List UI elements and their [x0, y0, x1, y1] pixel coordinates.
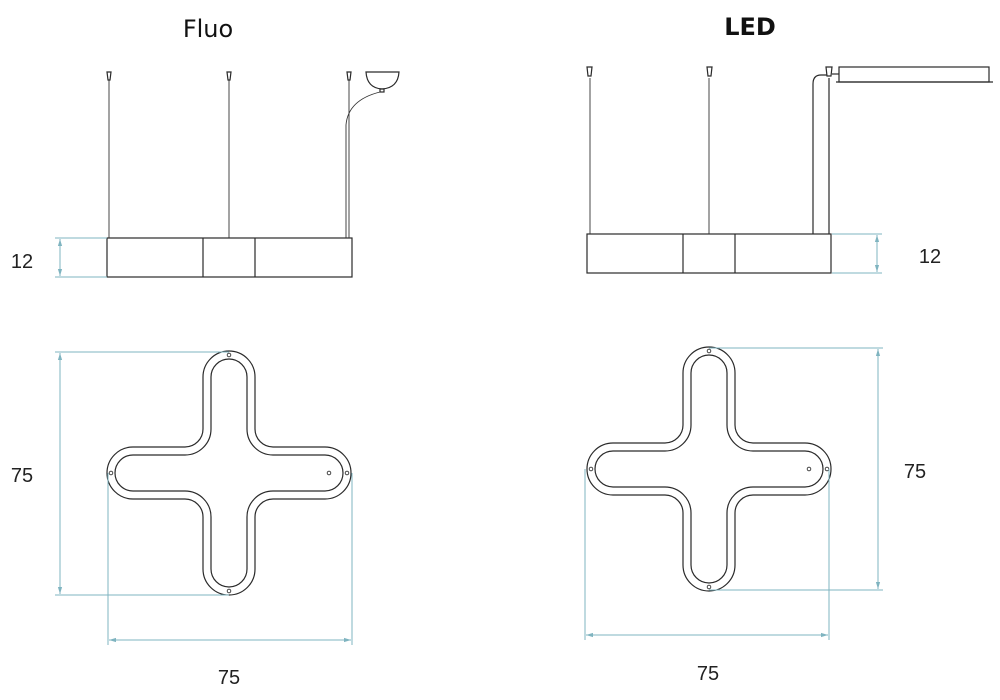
led-width-label: 75 — [697, 663, 719, 685]
led-width-dimension: 75 — [584, 469, 830, 685]
cross-outer-outline — [106, 350, 352, 596]
mount-point-icon — [344, 470, 350, 476]
led-side-view: 12 — [586, 66, 993, 274]
led-height-dimension: 12 — [832, 233, 941, 274]
fluo-width-label: 75 — [218, 667, 240, 689]
fluo-side-view: 12 — [11, 71, 400, 278]
suspension-cables — [589, 74, 830, 234]
fluo-height-dimension: 12 — [11, 237, 107, 278]
ceiling-canopies — [586, 66, 993, 83]
mount-point-icon — [706, 348, 712, 354]
fluo-plan-view: 75 75 — [11, 350, 353, 689]
fluo-width-dimension: 75 — [107, 473, 353, 689]
mount-point-icon — [824, 466, 830, 472]
title-fluo: Fluo — [183, 15, 233, 43]
fluo-depth-dimension: 75 — [11, 351, 229, 596]
led-plan-view: 75 75 — [584, 346, 926, 685]
cross-shape — [106, 350, 352, 596]
fluo-depth-label: 75 — [11, 465, 33, 487]
mount-point-icon — [226, 588, 232, 594]
ceiling-canopies — [106, 71, 400, 93]
mount-point-icon — [806, 466, 812, 472]
led-depth-label: 75 — [904, 461, 926, 483]
mount-point-icon — [326, 470, 332, 476]
led-height-label: 12 — [919, 246, 941, 268]
suspension-cables — [108, 80, 381, 238]
cross-inner-outline — [114, 358, 344, 588]
mount-point-icon — [588, 466, 594, 472]
mount-point-icon — [108, 470, 114, 476]
led-depth-dimension: 75 — [709, 347, 926, 591]
title-led: LED — [724, 13, 776, 41]
cross-shape — [586, 346, 832, 592]
cross-inner-outline — [594, 354, 824, 584]
mount-point-icon — [226, 352, 232, 358]
cross-outer-outline — [586, 346, 832, 592]
fluo-height-label: 12 — [11, 251, 33, 273]
mount-point-icon — [706, 584, 712, 590]
